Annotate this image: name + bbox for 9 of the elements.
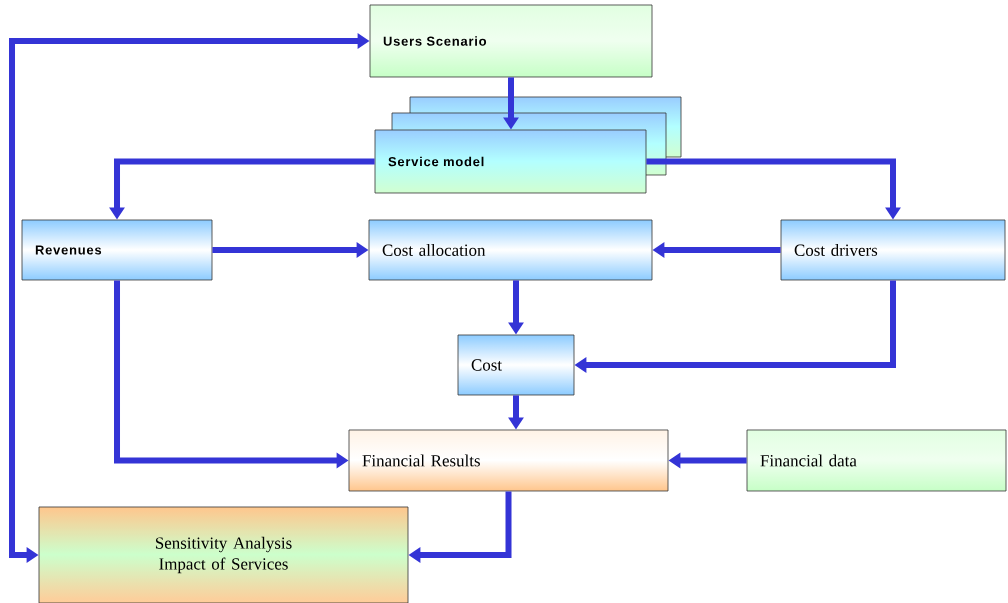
process-box: Financial data — [746, 429, 1007, 492]
process-box: Cost allocation — [368, 219, 653, 281]
process-box: Revenues — [21, 219, 213, 281]
process-box: Cost — [457, 334, 575, 396]
process-box: Service model — [374, 129, 647, 194]
process-box: Sensitivity Analysis Impact of Services — [38, 506, 409, 603]
process-box: Cost drivers — [780, 219, 1006, 281]
process-box: Financial Results — [348, 429, 669, 492]
process-box: Users Scenario — [369, 4, 653, 78]
